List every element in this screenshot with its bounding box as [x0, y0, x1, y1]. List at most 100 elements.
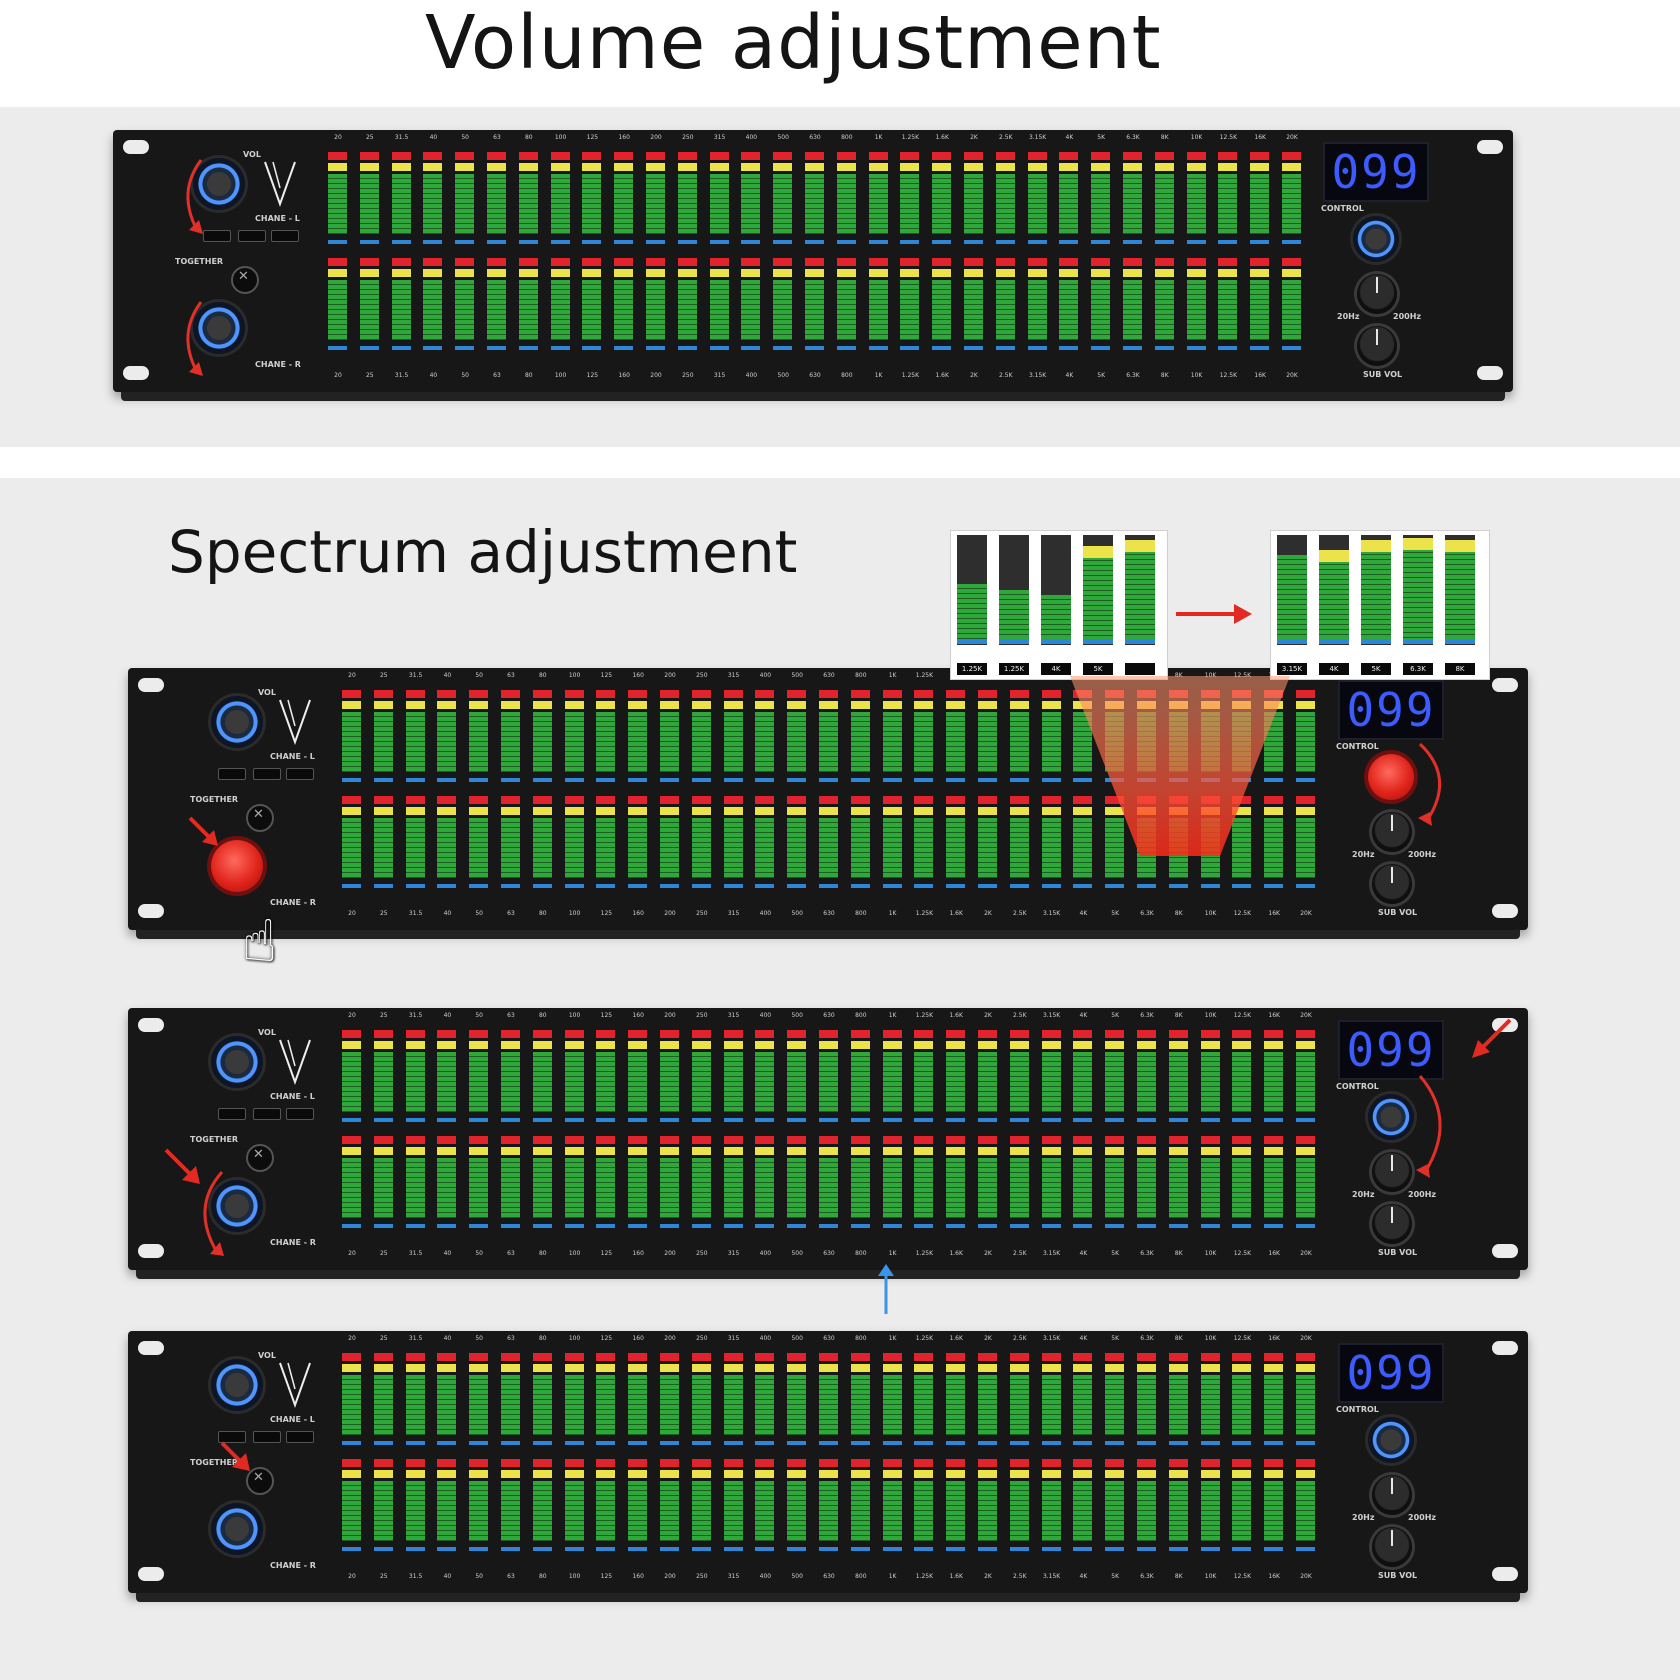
frequency-label-top: 25 — [379, 1012, 388, 1019]
frequency-label-top: 8K — [1174, 672, 1183, 679]
meter-segment-red — [660, 1459, 679, 1467]
frequency-label-top: 80 — [538, 1012, 547, 1019]
meter-segment-green — [373, 818, 393, 878]
meter-segment-yellow — [914, 701, 934, 709]
level-meter — [1232, 1459, 1252, 1551]
crossover-knob[interactable] — [1372, 1475, 1412, 1515]
meter-segment-blue — [1009, 1118, 1029, 1122]
meter-segment-red — [882, 690, 902, 698]
volume-adjustment-heading: Volume adjustment — [425, 0, 1162, 86]
meter-segment-green — [914, 1052, 934, 1112]
frequency-label-bottom: 25 — [379, 1573, 388, 1580]
meter-segment-red — [850, 1353, 870, 1361]
meter-segment-green — [773, 174, 793, 234]
level-meter — [819, 796, 838, 888]
meter-segment-red — [1200, 1353, 1220, 1361]
together-toggle[interactable] — [231, 266, 259, 294]
meter-segment-green — [1105, 818, 1125, 878]
meter-segment-yellow — [405, 1470, 425, 1478]
level-meter — [614, 258, 634, 350]
together-toggle[interactable] — [246, 1144, 274, 1172]
vol-label: VOL — [258, 688, 276, 697]
meter-segment-green — [501, 1158, 520, 1218]
meter-segment-red — [1200, 1136, 1220, 1144]
frequency-label-top: 315 — [713, 134, 726, 141]
meter-segment-blue — [1073, 1547, 1093, 1551]
control-knob[interactable] — [1368, 1417, 1414, 1463]
channel-left-volume-knob[interactable] — [211, 1359, 263, 1411]
sub-volume-knob[interactable] — [1372, 1527, 1412, 1567]
meter-segment-blue — [755, 884, 775, 888]
crossover-knob[interactable] — [1357, 274, 1397, 314]
frequency-label-top: 4K — [1079, 1335, 1088, 1342]
meter-segment-red — [660, 1030, 679, 1038]
together-toggle[interactable] — [246, 1467, 274, 1495]
meter-segment-red — [819, 796, 838, 804]
meter-segment-red — [978, 796, 997, 804]
channel-right-volume-knob[interactable] — [211, 840, 263, 892]
meter-segment-green — [359, 174, 379, 234]
meter-segment-red — [1041, 796, 1061, 804]
meter-segment-green — [709, 174, 729, 234]
meter-segment-green — [709, 280, 729, 340]
meter-segment-yellow — [1073, 807, 1093, 815]
level-meter — [819, 690, 838, 782]
meter-segment-green — [978, 1481, 997, 1541]
meter-segment-blue — [1105, 1224, 1125, 1228]
frequency-label-top: 2K — [970, 134, 978, 141]
frequency-label-top: 1.25K — [915, 1012, 934, 1019]
meter-segment-yellow — [946, 1041, 966, 1049]
meter-segment-blue — [819, 778, 838, 782]
meter-segment-red — [755, 1353, 775, 1361]
sub-volume-knob[interactable] — [1372, 1204, 1412, 1244]
zoom-meter-column — [1125, 535, 1155, 645]
meter-segment-blue — [660, 1441, 679, 1445]
level-meter — [469, 1459, 489, 1551]
meter-segment-green — [741, 174, 761, 234]
channel-left-volume-knob[interactable] — [211, 696, 263, 748]
channel-right-volume-knob[interactable] — [211, 1180, 263, 1232]
meter-segment-green — [1059, 174, 1079, 234]
frequency-label-bottom: 12.5K — [1233, 910, 1252, 917]
meter-segment-yellow — [1296, 1041, 1315, 1049]
frequency-label-bottom: 5K — [1111, 910, 1120, 917]
input-jack — [218, 1431, 246, 1443]
meter-segment-blue — [1296, 1441, 1315, 1445]
frequency-label-top: 125 — [586, 134, 599, 141]
meter-segment-green — [882, 1481, 902, 1541]
crossover-knob[interactable] — [1372, 812, 1412, 852]
level-meter — [596, 1030, 616, 1122]
meter-segment-green — [373, 1481, 393, 1541]
channel-right-volume-knob[interactable] — [193, 302, 245, 354]
meter-segment-green — [501, 1375, 520, 1435]
channel-left-volume-knob[interactable] — [193, 158, 245, 210]
frequency-label-bottom: 40 — [443, 1573, 452, 1580]
together-toggle[interactable] — [246, 804, 274, 832]
meter-segment-yellow — [1009, 1470, 1029, 1478]
meter-segment-green — [1200, 1052, 1220, 1112]
meter-segment-yellow — [946, 701, 966, 709]
meter-segment-red — [914, 1136, 934, 1144]
crossover-knob[interactable] — [1372, 1152, 1412, 1192]
level-meter — [1250, 152, 1270, 244]
control-knob[interactable] — [1368, 754, 1414, 800]
meter-segment-blue — [805, 240, 824, 244]
meter-segment-green — [518, 174, 538, 234]
meter-segment-blue — [882, 1441, 902, 1445]
meter-segment-blue — [1232, 1118, 1252, 1122]
sub-volume-knob[interactable] — [1357, 326, 1397, 366]
control-label: CONTROL — [1336, 742, 1379, 751]
channel-right-volume-knob[interactable] — [211, 1503, 263, 1555]
control-knob[interactable] — [1353, 216, 1399, 262]
meter-segment-yellow — [1319, 550, 1349, 562]
meter-segment-blue — [773, 346, 793, 350]
level-meter — [946, 1459, 966, 1551]
channel-left-volume-knob[interactable] — [211, 1036, 263, 1088]
meter-segment-green — [850, 1052, 870, 1112]
sub-vol-label: SUB VOL — [1378, 1571, 1418, 1580]
frequency-label-top: 125 — [600, 1335, 613, 1342]
meter-segment-green — [946, 712, 966, 772]
meter-segment-red — [628, 1459, 648, 1467]
sub-volume-knob[interactable] — [1372, 864, 1412, 904]
control-knob[interactable] — [1368, 1094, 1414, 1140]
